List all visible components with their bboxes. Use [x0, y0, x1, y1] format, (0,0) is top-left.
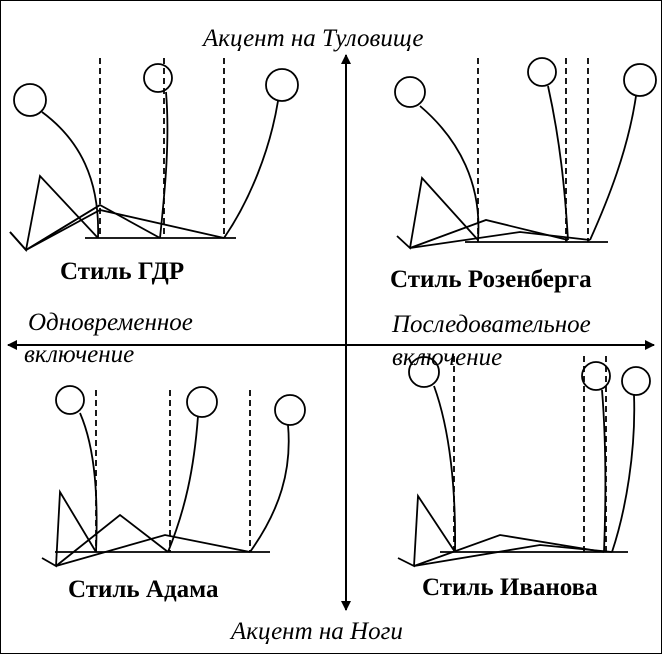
head-circle [187, 387, 217, 417]
leg-lines [26, 205, 160, 250]
head-circle [266, 69, 298, 101]
head-circle [528, 58, 556, 86]
body-curve [250, 425, 289, 552]
style-label-ivanov: Стиль Иванова [422, 574, 598, 602]
head-circle [14, 84, 46, 116]
body-curve [42, 112, 98, 238]
head-circle [395, 77, 425, 107]
axis-label-left-line1: Одновременное [28, 308, 193, 338]
body-curve [548, 86, 568, 240]
body-curve [612, 395, 634, 552]
figure-gdr [10, 58, 298, 250]
style-label-gdr: Стиль ГДР [60, 258, 184, 286]
head-circle [56, 386, 84, 414]
body-curve [590, 96, 636, 240]
figure-adam [42, 386, 305, 566]
figure-ivanov [398, 356, 650, 566]
leg-lines [10, 205, 100, 250]
leg-lines [10, 176, 98, 250]
axis-label-right-line2: включение [392, 343, 502, 373]
axis-label-right-line1: Последовательное [392, 310, 591, 340]
leg-lines [26, 210, 224, 250]
leg-lines [398, 496, 455, 566]
head-circle [144, 64, 172, 92]
axis-label-top: Акцент на Туловище [203, 25, 423, 53]
axis-label-bottom: Акцент на Ноги [231, 618, 403, 646]
body-curve [224, 101, 278, 238]
body-curve [420, 106, 478, 240]
body-curve [602, 390, 605, 552]
body-curve [168, 416, 198, 552]
figure-rosenberg [395, 58, 656, 248]
head-circle [624, 64, 656, 96]
body-curve [434, 386, 455, 552]
head-circle [622, 367, 650, 395]
head-circle [275, 395, 305, 425]
style-label-rosenberg: Стиль Розенберга [390, 266, 592, 294]
axis-label-left-line2: включение [24, 340, 134, 370]
style-label-adam: Стиль Адама [68, 576, 218, 604]
leg-lines [410, 232, 590, 248]
leg-lines [56, 515, 168, 566]
